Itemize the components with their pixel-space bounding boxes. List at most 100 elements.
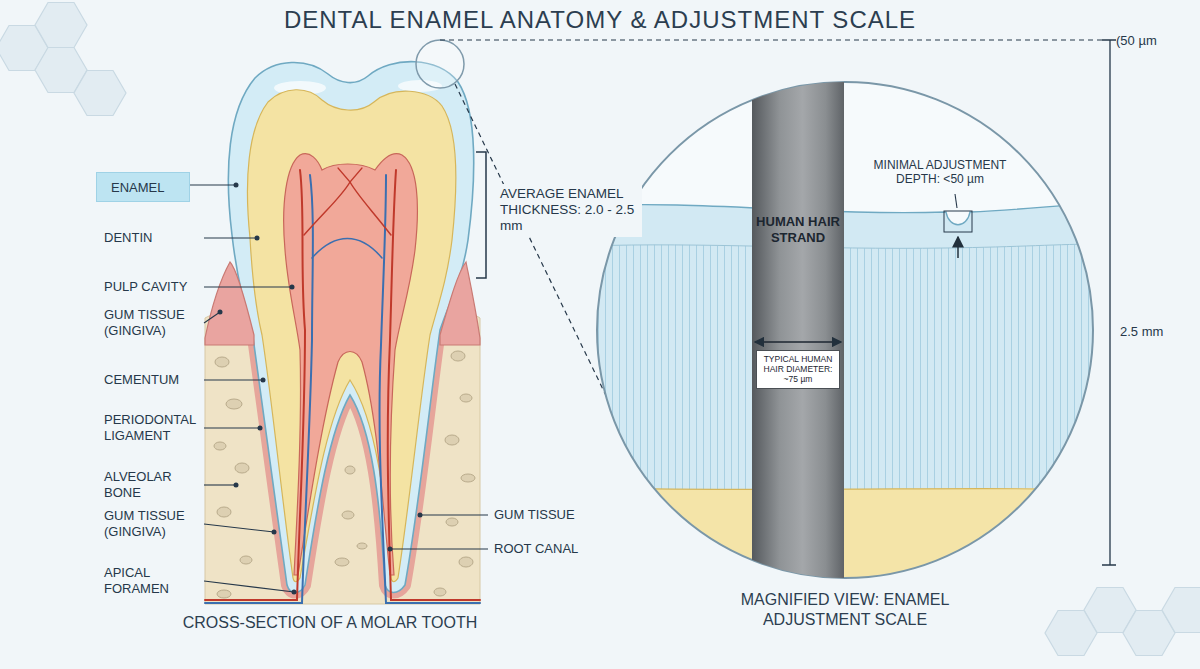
artery xyxy=(205,170,305,600)
periodontal-ligament xyxy=(228,290,473,593)
enamel-surface xyxy=(590,203,1100,225)
part-label: GUM TISSUE (GINGIVA) xyxy=(104,508,200,539)
bone-spot xyxy=(434,588,446,596)
leader-dot xyxy=(234,183,239,188)
blood-vessels xyxy=(205,168,480,603)
projection-line xyxy=(440,39,1106,40)
leader-line xyxy=(204,484,236,485)
magnified-enamel xyxy=(590,203,1100,490)
tooth-enamel xyxy=(228,62,473,593)
leader-line xyxy=(390,548,488,549)
dimension-value: 2.5 mm xyxy=(1120,324,1163,340)
magnified-dentin xyxy=(590,488,1100,600)
leader-dot xyxy=(272,530,277,535)
bone-spot xyxy=(461,474,475,482)
depth-arrow xyxy=(957,237,959,258)
leader-line xyxy=(204,379,263,380)
leader-line xyxy=(204,524,274,532)
hexagon xyxy=(74,71,126,116)
artery-branch xyxy=(338,168,362,182)
part-label: PULP CAVITY xyxy=(104,279,200,295)
vein xyxy=(380,175,480,603)
part-label: ROOT CANAL xyxy=(494,541,578,557)
leader-dot xyxy=(261,378,266,383)
part-label: GUM TISSUE (GINGIVA) xyxy=(104,307,200,338)
leader-line xyxy=(204,286,292,287)
part-label: APICAL FORAMEN xyxy=(104,565,200,596)
leader-dots xyxy=(218,183,423,595)
leader-line xyxy=(190,184,236,185)
magnified-circle xyxy=(597,82,1093,578)
bone-spot xyxy=(214,442,226,450)
bone-spot xyxy=(460,394,472,402)
leader-dot xyxy=(258,426,263,431)
magnifier-spot xyxy=(416,40,464,88)
gum-tissue xyxy=(440,262,480,345)
thickness-bracket xyxy=(476,152,486,278)
dimension-line xyxy=(1102,40,1116,565)
dimension-value: (50 µm xyxy=(1116,33,1157,49)
bone-spot xyxy=(445,435,459,445)
dimension-note: MINIMAL ADJUSTMENT DEPTH: <50 µm xyxy=(870,158,1010,187)
diameter-arrow xyxy=(752,332,844,352)
strand-label: HUMAN HAIR STRAND xyxy=(756,214,840,245)
hexagon xyxy=(1045,611,1097,656)
part-label: DENTIN xyxy=(104,230,200,246)
bone-spot xyxy=(357,543,367,549)
leader-dot xyxy=(255,236,260,241)
artery xyxy=(388,170,480,600)
vein xyxy=(205,175,313,603)
leader-line xyxy=(204,427,260,428)
diameter-label: TYPICAL HUMAN HAIR DIAMETER: ~75 µm xyxy=(756,350,840,389)
bone-spot xyxy=(235,463,249,473)
bone-spot xyxy=(217,507,231,517)
bone-spot xyxy=(446,518,458,526)
bone-spot xyxy=(451,351,465,361)
bone-spot xyxy=(342,511,354,519)
leader-dot xyxy=(388,547,393,552)
bone-spot xyxy=(217,590,231,598)
bone-spot xyxy=(459,557,473,567)
vein-branch xyxy=(312,239,382,259)
hexagon-decoration xyxy=(0,3,1200,656)
part-label: ENAMEL xyxy=(111,180,164,195)
part-label: ALVEOLAR BONE xyxy=(104,469,200,500)
leader-line xyxy=(420,514,488,515)
leader-line xyxy=(204,581,294,592)
hexagon xyxy=(35,3,87,48)
diameter-arrow-line xyxy=(755,341,841,342)
bone-spot xyxy=(240,556,252,564)
magnified-view xyxy=(590,75,1110,600)
leader-dot xyxy=(418,513,423,518)
magnified-view-region: HUMAN HAIR STRAND TYPICAL HUMAN HAIR DIAM… xyxy=(597,82,1093,578)
hexagon xyxy=(1162,588,1200,633)
part-label: GUM TISSUE xyxy=(494,507,575,523)
leader-line xyxy=(204,237,257,238)
highlight-label-box: ENAMEL xyxy=(96,172,190,202)
bone-spot xyxy=(215,357,229,367)
enamel-rods xyxy=(590,244,1100,490)
gum-tissue xyxy=(205,262,254,345)
adjustment-marker xyxy=(944,211,972,232)
leader-line xyxy=(955,194,957,208)
leader-dot xyxy=(290,285,295,290)
leader-line xyxy=(204,312,220,323)
dentin xyxy=(247,90,455,582)
diagram-caption: CROSS-SECTION OF A MOLAR TOOTH xyxy=(130,614,530,632)
bone-spot xyxy=(335,558,349,566)
leader-dot xyxy=(234,483,239,488)
artery-branch xyxy=(350,182,391,235)
leader-lines xyxy=(190,185,488,592)
artery-branch xyxy=(304,182,350,235)
bone-spot xyxy=(226,399,242,409)
view-caption: MAGNIFIED VIEW: ENAMEL ADJUSTMENT SCALE xyxy=(705,590,985,630)
dimension-note: AVERAGE ENAMEL THICKNESS: 2.0 - 2.5 mm xyxy=(496,184,642,237)
bone-spot xyxy=(345,466,355,474)
diagram-title: DENTAL ENAMEL ANATOMY & ADJUSTMENT SCALE xyxy=(0,6,1200,34)
part-label: CEMENTUM xyxy=(104,372,200,388)
leader-dot xyxy=(218,310,223,315)
enamel-layer-line xyxy=(590,244,1100,248)
